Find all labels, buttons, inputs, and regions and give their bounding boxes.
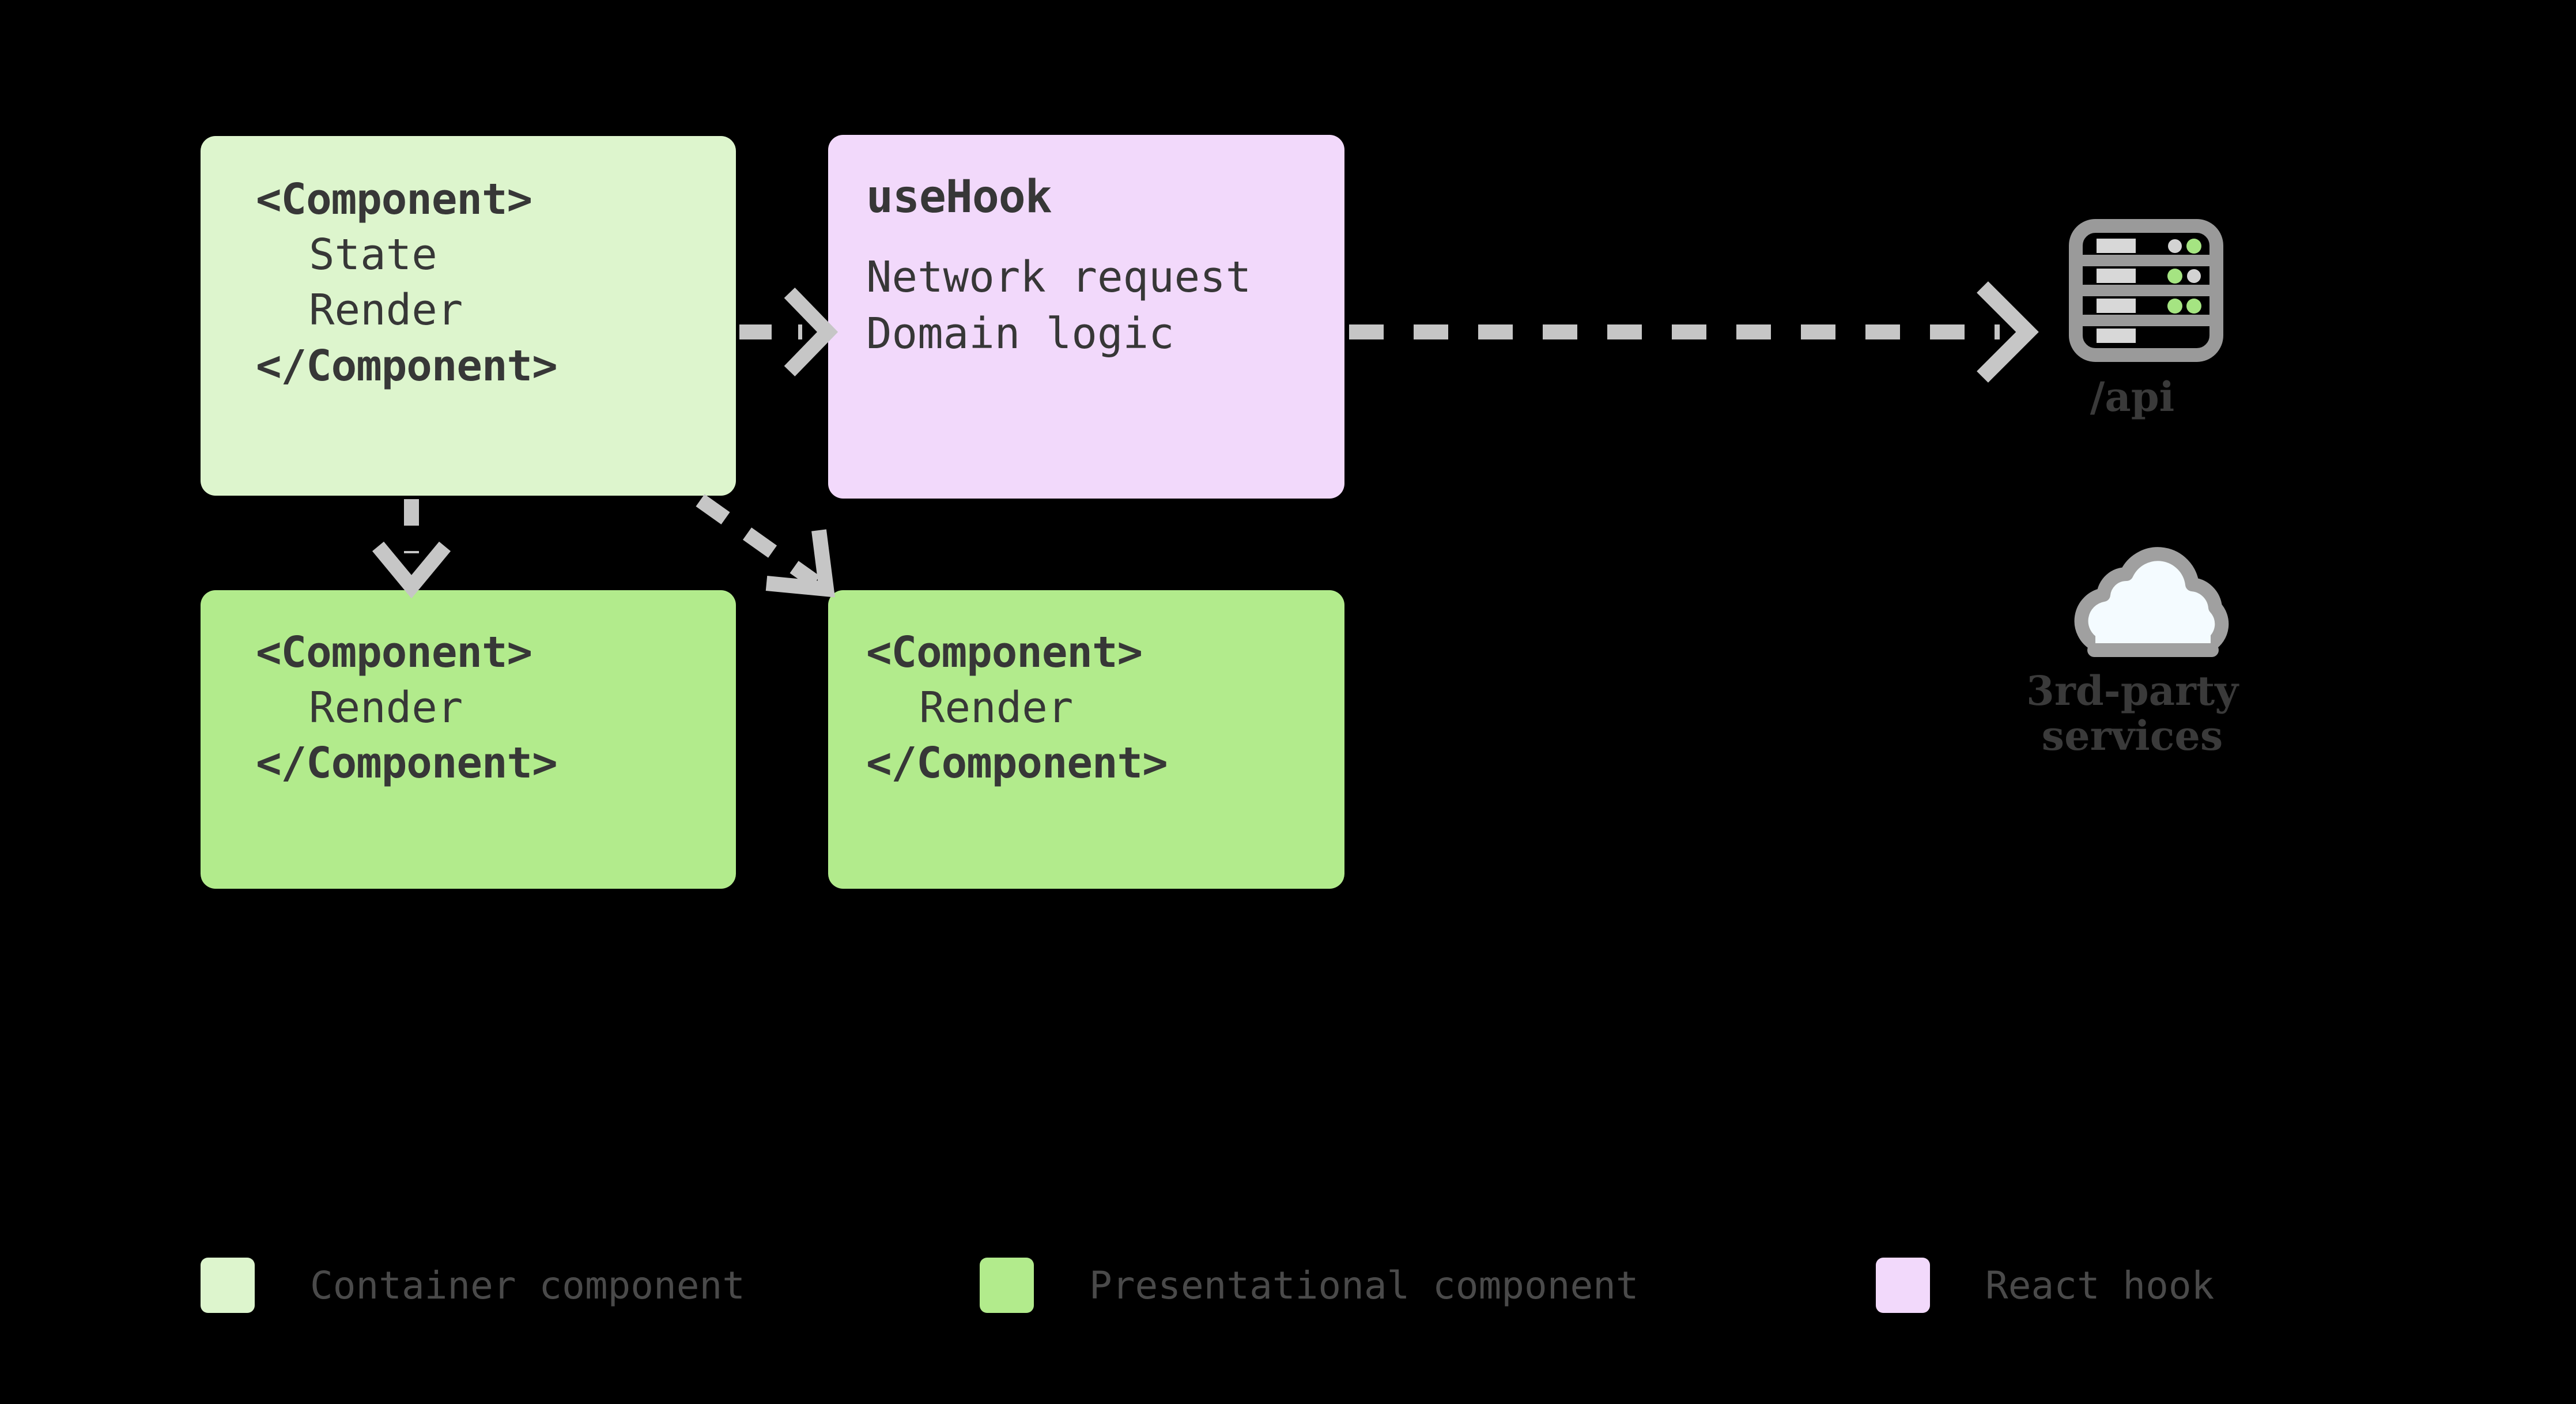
arrowhead-chevron — [765, 529, 835, 598]
node-line: Network request — [866, 252, 1252, 303]
legend-swatch-react-hook — [1876, 1258, 1930, 1313]
node-line: Render — [919, 683, 1074, 733]
api-endpoint-label: /api — [2090, 373, 2175, 421]
node-line: Render — [309, 285, 463, 335]
server-icon — [2069, 219, 2223, 362]
node-line: <Component> — [256, 628, 532, 677]
third-party-services-label: 3rd-party services — [2026, 667, 2238, 760]
arrowhead-chevron — [372, 541, 451, 599]
legend-label: React hook — [1985, 1263, 2215, 1308]
node-line: Render — [309, 683, 463, 733]
legend-swatch-presentational-component — [980, 1258, 1034, 1313]
node-react-hook[interactable]: useHook Network request Domain logic — [828, 135, 1344, 499]
legend-swatch-container-component — [201, 1258, 255, 1313]
node-container-component[interactable]: <Component> State Render </Component> — [201, 136, 736, 496]
node-line: </Component> — [256, 738, 558, 788]
node-line: </Component> — [256, 341, 558, 391]
node-presentational-component-2[interactable]: <Component> Render </Component> — [828, 590, 1344, 889]
arrowhead-chevron — [1977, 281, 2039, 383]
edge-container-to-presentational-2 — [696, 494, 835, 598]
legend-label: Container component — [310, 1263, 745, 1308]
arrowhead-chevron — [784, 287, 838, 377]
node-line: State — [309, 230, 437, 280]
cloud-icon — [2074, 547, 2229, 657]
node-line: Domain logic — [866, 309, 1174, 359]
node-line: </Component> — [866, 738, 1168, 788]
legend-item-container-component[interactable]: Container component — [201, 1254, 745, 1317]
node-line: <Component> — [866, 628, 1143, 677]
edge-hook-to-api — [1349, 281, 2039, 383]
edge-container-to-presentational-1 — [372, 499, 451, 599]
legend-label: Presentational component — [1089, 1263, 1639, 1308]
node-line: <Component> — [256, 175, 532, 224]
edge-container-to-hook — [739, 287, 838, 377]
node-presentational-component-1[interactable]: <Component> Render </Component> — [201, 590, 736, 889]
node-heading: useHook — [866, 171, 1052, 223]
legend: Container component Presentational compo… — [0, 1254, 2576, 1323]
legend-item-presentational-component[interactable]: Presentational component — [980, 1254, 1639, 1317]
legend-item-react-hook[interactable]: React hook — [1876, 1254, 2214, 1317]
